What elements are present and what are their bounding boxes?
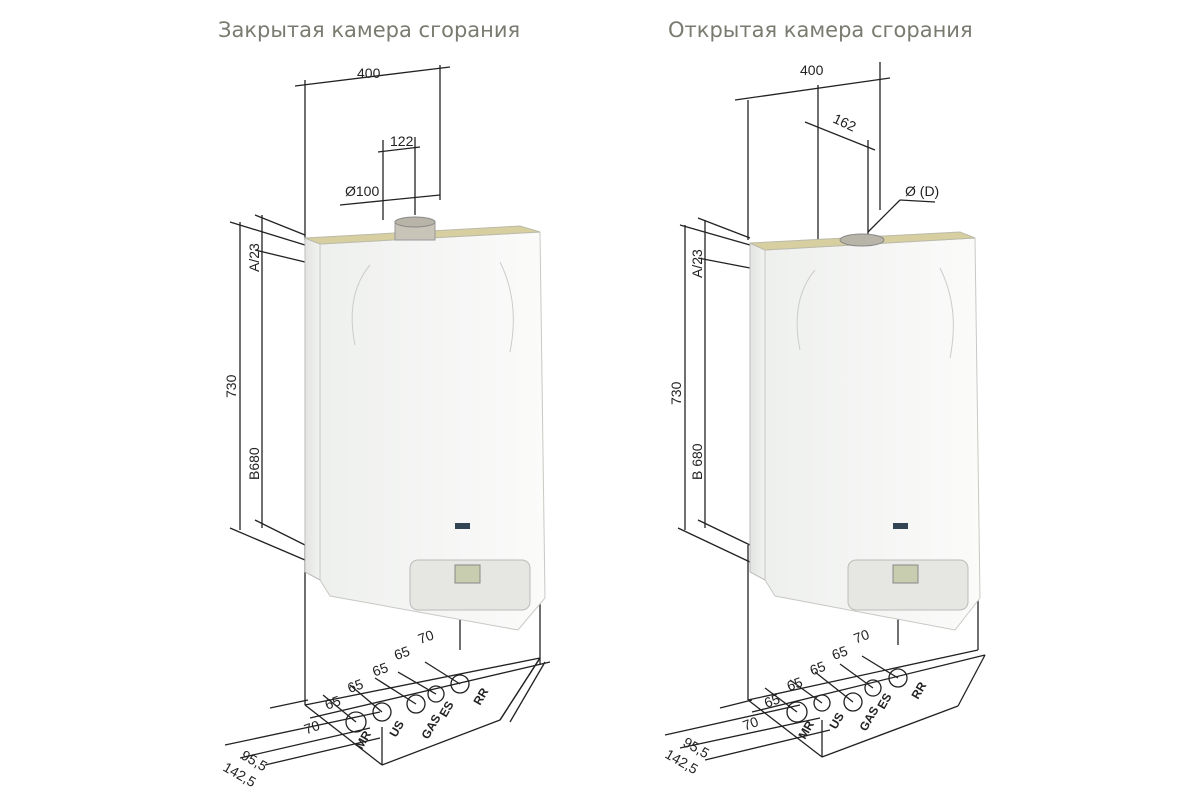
spacing-label: 65 xyxy=(808,658,828,678)
spacing-label: 65 xyxy=(762,690,782,710)
dim-flue-diameter: Ø (D) xyxy=(905,183,939,199)
closed-chamber-boiler xyxy=(229,65,541,705)
connection-es: ES xyxy=(874,691,894,712)
dim-a: A/23 xyxy=(246,243,262,272)
spacing-label: 65 xyxy=(392,643,412,663)
spacing-label: 65 xyxy=(830,642,850,662)
connection-rr: RR xyxy=(908,679,929,701)
dim-width: 400 xyxy=(800,62,824,78)
spacing-label: 65 xyxy=(323,692,343,712)
closed-chamber-title: Закрытая камера сгорания xyxy=(218,18,521,42)
open-chamber-boiler xyxy=(677,62,979,700)
connection-es: ES xyxy=(436,699,456,720)
spacing-label: 65 xyxy=(370,659,390,679)
spacing-label: 65 xyxy=(785,674,805,694)
dim-height: 730 xyxy=(668,381,684,405)
spacing-label: 65 xyxy=(345,676,365,696)
open-chamber-title: Открытая камера сгорания xyxy=(668,18,973,42)
closed-boiler-body xyxy=(304,216,546,631)
spacing-label: 70 xyxy=(302,717,322,737)
spacing-label: 70 xyxy=(740,713,760,733)
closed-dimension-labels: 400 122 Ø100 A/23 730 B680 70 65 65 65 6… xyxy=(221,65,492,790)
connection-gas: GAS xyxy=(856,704,881,734)
dim-offset: 122 xyxy=(390,133,414,149)
dim-height: 730 xyxy=(223,374,239,398)
connection-rr: RR xyxy=(470,685,491,707)
closed-connections-base xyxy=(224,657,551,766)
spacing-label: 70 xyxy=(851,626,871,646)
dim-b: B680 xyxy=(246,447,262,480)
dim-flue-diameter: Ø100 xyxy=(345,183,379,199)
dim-offset: 162 xyxy=(831,110,859,134)
open-boiler-body xyxy=(749,231,981,631)
dim-width: 400 xyxy=(357,65,381,81)
connection-gas: GAS xyxy=(418,712,443,742)
open-connections-base xyxy=(664,649,986,761)
connection-us: US xyxy=(386,718,406,739)
spacing-label: 70 xyxy=(416,626,436,646)
dim-a: A/23 xyxy=(689,249,705,278)
connection-us: US xyxy=(826,710,846,731)
dim-b: B 680 xyxy=(689,443,705,480)
